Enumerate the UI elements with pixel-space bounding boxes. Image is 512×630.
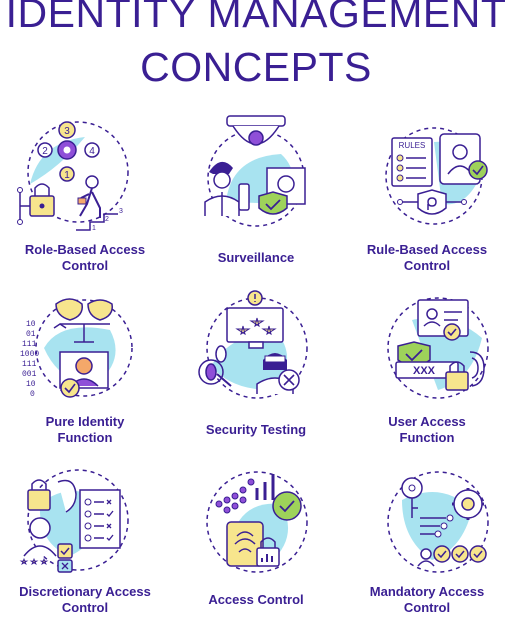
label-line-1: Mandatory Access xyxy=(369,584,485,599)
mandatory-access-control-icon xyxy=(387,471,489,573)
role-based-access-control-card: 3 2 4 1 1 2 3 Role-Based Access Control xyxy=(0,112,170,282)
stair-number: 1 xyxy=(92,225,96,232)
stair-number: 2 xyxy=(105,216,109,223)
label-line-1: Surveillance xyxy=(217,250,295,265)
binary-digit: 10 xyxy=(26,380,36,389)
binary-digit: 111 xyxy=(22,360,37,369)
role-based-access-control-icon: 3 2 4 1 1 2 3 xyxy=(17,121,129,232)
user-access-function-icon: XXX xyxy=(387,297,489,399)
label-line-1: Security Testing xyxy=(205,422,307,437)
label-line-1: Rule-Based Access xyxy=(366,242,488,257)
security-testing-card: Security Testing xyxy=(171,290,341,460)
label-line-2: Control xyxy=(403,258,451,273)
step-number: 1 xyxy=(64,170,70,181)
binary-digit: 1000 xyxy=(20,350,39,359)
pure-identity-function-icon: 10 01 111 1000 111 001 10 0 xyxy=(20,298,133,399)
rule-based-access-control-card: RULES Rule-Based Access Control xyxy=(342,112,512,282)
label-line-1: Role-Based Access xyxy=(24,242,146,257)
binary-digit: 01 xyxy=(26,330,36,339)
label-line-2: Control xyxy=(403,600,451,615)
label-line-1: User Access xyxy=(388,414,466,429)
access-control-card: Access Control xyxy=(171,460,341,630)
pure-identity-function-card: 10 01 111 1000 111 001 10 0 Pure Identit… xyxy=(0,290,170,460)
security-testing-icon xyxy=(198,290,308,399)
rules-sheet-title: RULES xyxy=(399,141,426,150)
discretionary-access-control-icon xyxy=(19,469,129,573)
label-line-2: Function xyxy=(57,430,113,445)
label-line-1: Access Control xyxy=(208,592,304,607)
page-title-line-1: IDENTITY MANAGEMENT xyxy=(5,0,507,36)
surveillance-card: Surveillance xyxy=(171,112,341,282)
mandatory-access-control-card: Mandatory Access Control xyxy=(342,460,512,630)
step-number: 4 xyxy=(89,146,95,157)
label-line-1: Discretionary Access xyxy=(19,584,151,599)
page-title-line-2: CONCEPTS xyxy=(140,44,372,90)
label-line-2: Function xyxy=(399,430,455,445)
rule-based-access-control-icon: RULES xyxy=(385,127,488,225)
binary-digit: 001 xyxy=(22,370,37,379)
stair-number: 3 xyxy=(119,208,123,215)
discretionary-access-control-card: Discretionary Access Control xyxy=(0,460,170,630)
password-mask: XXX xyxy=(413,365,436,377)
label-line-2: Control xyxy=(61,600,109,615)
binary-digit: 111 xyxy=(22,340,37,349)
surveillance-icon xyxy=(204,115,306,227)
access-control-icon xyxy=(206,471,308,573)
step-number: 2 xyxy=(42,146,48,157)
binary-digit: 0 xyxy=(30,390,35,399)
user-access-function-card: XXX User Access Function xyxy=(342,290,512,460)
binary-digit: 10 xyxy=(26,320,36,329)
label-line-1: Pure Identity xyxy=(45,414,125,429)
step-number: 3 xyxy=(64,126,70,137)
label-line-2: Control xyxy=(61,258,109,273)
